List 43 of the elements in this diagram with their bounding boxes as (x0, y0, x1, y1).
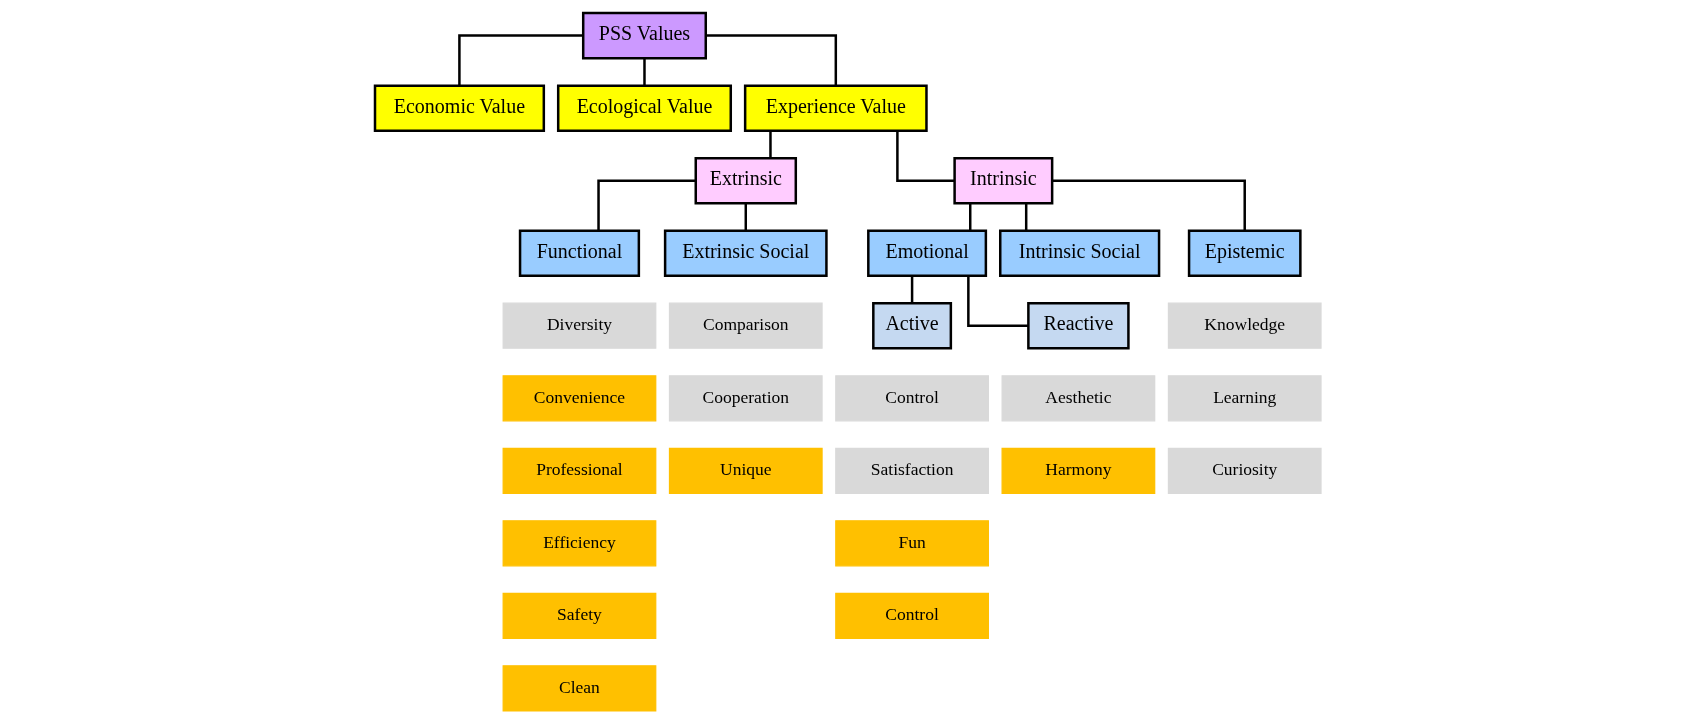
connector (597, 179, 696, 231)
node-box: Functional (518, 229, 641, 277)
connector (458, 34, 583, 86)
node-box: Learning (1167, 375, 1322, 422)
connector (967, 275, 1029, 327)
node-box: Extrinsic Social (663, 229, 828, 277)
node-box: Harmony (1001, 447, 1156, 494)
node-box: Emotional (867, 229, 988, 277)
node-box: Control (835, 375, 989, 422)
node-box: Safety (502, 592, 657, 639)
node-box: Curiosity (1167, 447, 1322, 494)
node-box: Economic Value (373, 84, 546, 132)
node-box: Active (872, 302, 953, 350)
connector (706, 34, 838, 86)
node-box: PSS Values (581, 11, 707, 60)
node-box: Epistemic (1187, 229, 1302, 277)
node-box: Extrinsic (694, 156, 798, 205)
connector (910, 275, 914, 303)
node-box: Satisfaction (835, 447, 989, 494)
connector (643, 58, 646, 86)
node-box: Efficiency (502, 520, 657, 567)
connector (1024, 203, 1028, 231)
node-box: Fun (835, 520, 989, 567)
node-box: Experience Value (743, 84, 928, 132)
node-box: Clean (502, 665, 657, 712)
node-box: Intrinsic Social (999, 229, 1161, 277)
connector (769, 130, 772, 158)
node-box: Unique (668, 447, 823, 494)
node-box: Diversity (502, 302, 657, 349)
node-box: Reactive (1027, 302, 1130, 350)
connector (969, 203, 972, 231)
node-box: Comparison (668, 302, 823, 349)
connector (744, 203, 747, 231)
node-box: Cooperation (668, 375, 823, 422)
node-box: Intrinsic (953, 156, 1054, 205)
node-box: Aesthetic (1001, 375, 1156, 422)
connector (896, 130, 955, 182)
node-box: Convenience (502, 375, 657, 422)
node-box: Control (835, 592, 989, 639)
node-box: Professional (502, 447, 657, 494)
connector (1052, 179, 1246, 231)
node-box: Ecological Value (556, 84, 732, 132)
node-box: Knowledge (1167, 302, 1322, 349)
